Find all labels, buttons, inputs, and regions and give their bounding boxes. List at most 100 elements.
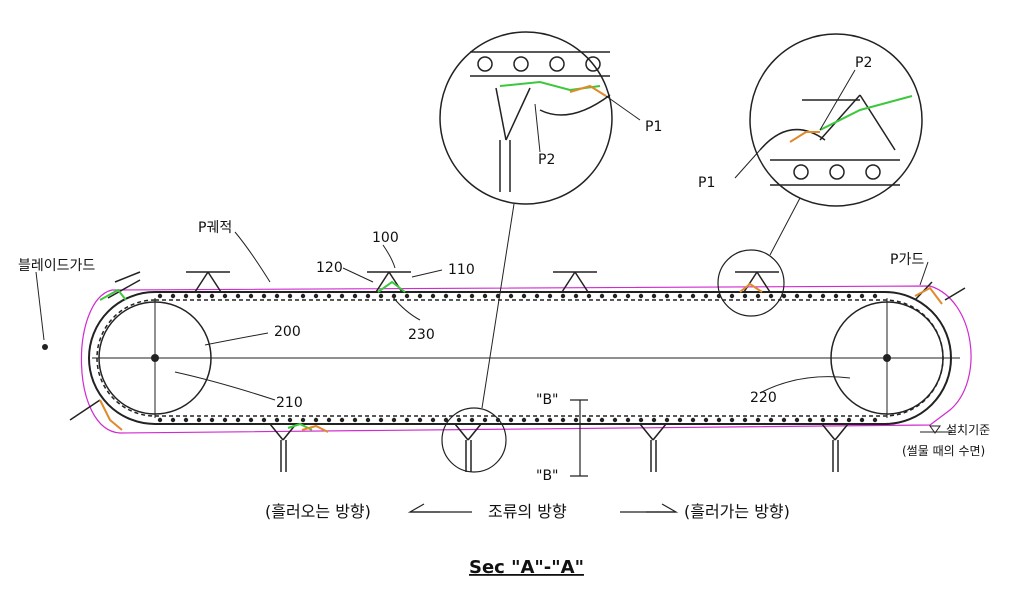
blade-arm-orange <box>739 282 763 293</box>
leader-detail-right <box>769 197 801 256</box>
section-b-markers <box>570 399 588 477</box>
p-guard-label: P가드 <box>890 252 924 268</box>
chain-link-dot <box>651 417 657 423</box>
chain-link-dot <box>430 293 436 299</box>
left-end-blades <box>69 271 141 421</box>
chain-link-dot <box>755 293 761 299</box>
chain-link-dot <box>196 417 202 423</box>
chain-link-dot <box>313 417 319 423</box>
chain-link-dot <box>794 417 800 423</box>
p1-right-label: P1 <box>698 175 715 191</box>
section-b-bottom-label: "B" <box>536 468 558 484</box>
chain-link-dot <box>508 293 514 299</box>
chain-link-dot <box>846 417 852 423</box>
chain-link-dot <box>794 293 800 299</box>
ref-220-label: 220 <box>750 390 777 406</box>
chain-link-dot <box>547 293 553 299</box>
chain-link-dot <box>742 417 748 423</box>
chain-link-dot <box>261 293 267 299</box>
chain-link-dot <box>599 417 605 423</box>
left-end-arm-orange <box>99 399 123 431</box>
chain-link-dot <box>339 293 345 299</box>
chain-link-dot <box>365 293 371 299</box>
chain-link-dot <box>209 293 215 299</box>
chain-link-dot <box>781 417 787 423</box>
section-b-top-label: "B" <box>536 392 558 408</box>
water-level-label: (썰물 때의 수면) <box>902 444 985 458</box>
callout-circle-top <box>717 249 785 317</box>
chain-link-dot <box>170 293 176 299</box>
detail-left-orange <box>569 84 607 97</box>
detail-circle-right <box>749 33 923 207</box>
chain-link-dot <box>677 417 683 423</box>
water-reference <box>920 425 952 434</box>
chain-link-dot <box>235 417 241 423</box>
ref-110-label: 110 <box>448 262 475 278</box>
chain-link-dot <box>833 417 839 423</box>
ref-100-label: 100 <box>372 230 399 246</box>
chain-link-dot <box>664 293 670 299</box>
chain-link-dot <box>625 293 631 299</box>
chain-outer <box>88 291 952 425</box>
chain-link-dot <box>222 293 228 299</box>
p2-right-label: P2 <box>855 55 872 71</box>
chain-link-dot <box>196 293 202 299</box>
chain-link-dot <box>859 417 865 423</box>
blade-guard-label: 블레이드가드 <box>18 258 95 274</box>
ref-200-label: 200 <box>274 324 301 340</box>
chain-link-dot <box>469 417 475 423</box>
p2-left-label: P2 <box>538 152 555 168</box>
chain-link-dot <box>326 293 332 299</box>
chain-link-dot <box>820 417 826 423</box>
chain-link-dot <box>157 417 163 423</box>
blade-arm-green <box>377 280 406 293</box>
chain-link-dot <box>677 293 683 299</box>
chain-link-dot <box>404 293 410 299</box>
chain-link-dot <box>599 293 605 299</box>
chain-link-dot <box>612 293 618 299</box>
leader-p2-left <box>534 103 541 153</box>
chain-link-dot <box>248 293 254 299</box>
chain-link-dot <box>352 417 358 423</box>
leader-p1-left <box>605 95 641 121</box>
chain-link-dot <box>443 417 449 423</box>
chain-link-dot <box>664 417 670 423</box>
chain-link-dot <box>456 293 462 299</box>
chain-link-dot <box>339 417 345 423</box>
right-end-arm <box>914 286 943 305</box>
chain-link-dot <box>287 417 293 423</box>
detail-left-mechanism <box>470 51 611 192</box>
chain-link-dot <box>482 293 488 299</box>
detail-right-green <box>819 95 913 131</box>
chain-link-dot <box>170 417 176 423</box>
chain-link-dot <box>859 293 865 299</box>
chain-link-dot <box>430 417 436 423</box>
chain-link-dot <box>404 417 410 423</box>
chain-link-dot <box>703 417 709 423</box>
chain-link-dot <box>638 293 644 299</box>
bottom-blade-2 <box>454 423 482 472</box>
chain-link-dot <box>235 293 241 299</box>
chain-link-dot <box>508 417 514 423</box>
bottom-blade-4 <box>821 423 849 472</box>
chain-link-dot <box>287 293 293 299</box>
bottom-blade-3 <box>639 423 667 472</box>
chain-link-dot <box>547 417 553 423</box>
chain-link-dot <box>417 417 423 423</box>
chain-link-dot <box>807 417 813 423</box>
chain-link-dot <box>521 293 527 299</box>
chain-link-dot <box>651 293 657 299</box>
top-blade-3 <box>553 271 597 293</box>
tidal-direction-label: 조류의 방향 <box>488 502 567 521</box>
leader-p2-right <box>819 69 856 131</box>
install-ref-label: 설치기준 <box>946 423 990 437</box>
chain-link-dot <box>378 417 384 423</box>
p-trajectory-label: P궤적 <box>198 220 232 236</box>
chain-link-dot <box>768 417 774 423</box>
chain-link-dot <box>521 417 527 423</box>
chain-link-dot <box>183 417 189 423</box>
chain-link-dot <box>586 293 592 299</box>
chain-link-dot <box>365 417 371 423</box>
top-blade-4 <box>735 271 779 293</box>
chain-link-dot <box>768 293 774 299</box>
